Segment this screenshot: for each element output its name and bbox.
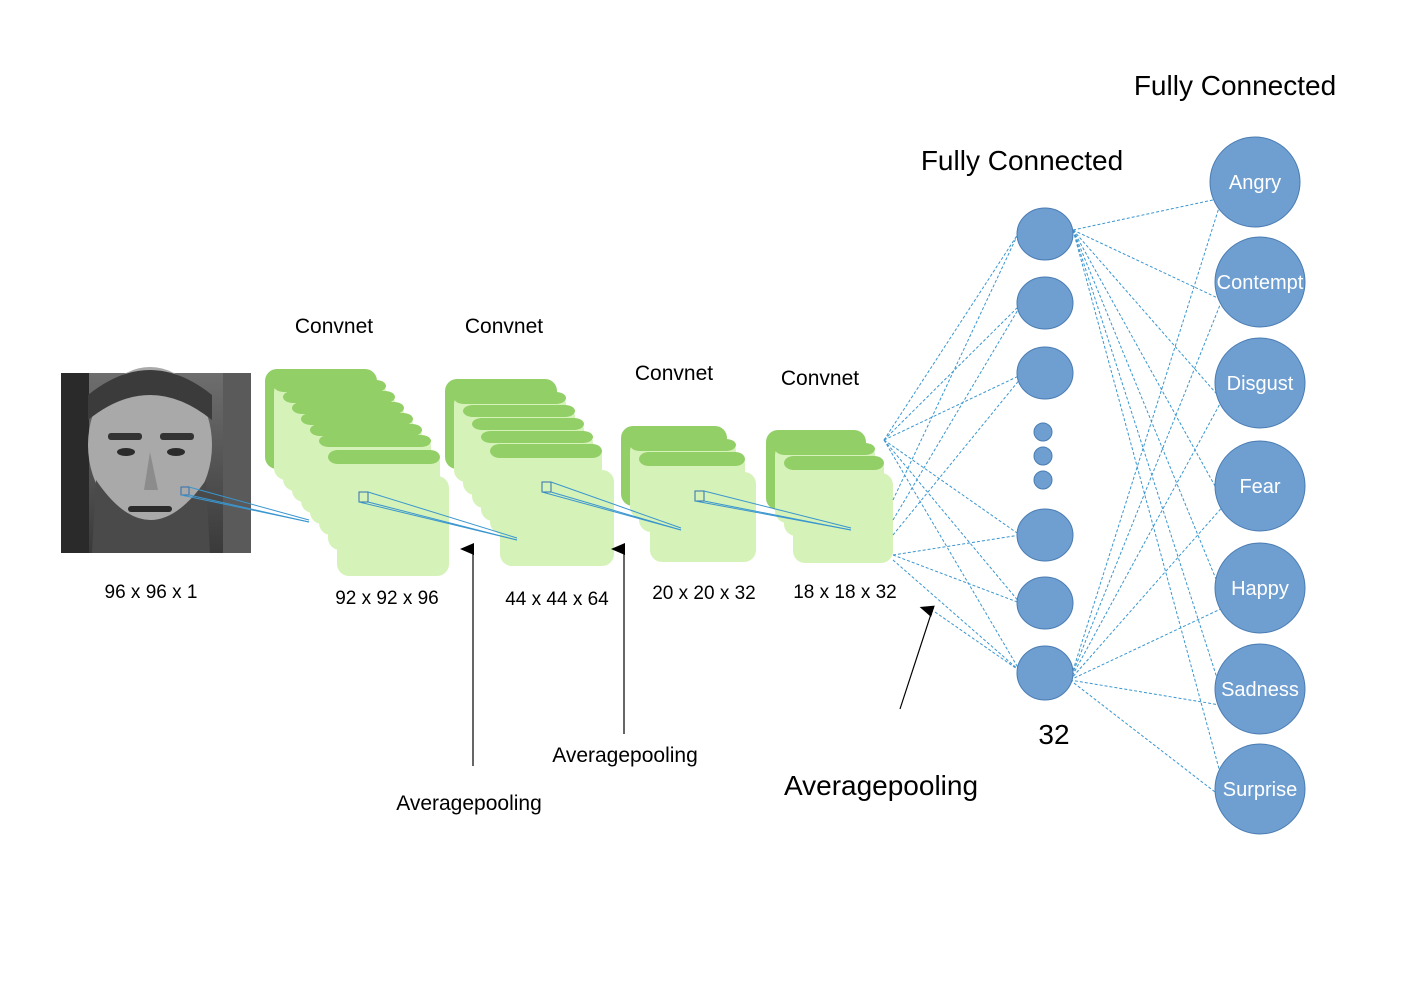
conv-4-dims-label: 18 x 18 x 32 bbox=[793, 582, 897, 603]
conv-3-label: Convnet bbox=[635, 362, 713, 385]
ellipsis-dot bbox=[1033, 446, 1053, 466]
output-fc-title: Fully Connected bbox=[1134, 70, 1336, 101]
conv-2-dims-label: 44 x 44 x 64 bbox=[505, 589, 609, 610]
output-label-disgust: Disgust bbox=[1227, 373, 1294, 395]
input-face-image bbox=[61, 367, 251, 553]
hidden-fc-title: Fully Connected bbox=[921, 145, 1123, 176]
input-dims-label: 96 x 96 x 1 bbox=[105, 582, 198, 603]
conv-1-label: Convnet bbox=[295, 315, 373, 338]
output-label-angry: Angry bbox=[1229, 172, 1281, 194]
hidden-node bbox=[1016, 576, 1074, 630]
output-label-sadness: Sadness bbox=[1221, 679, 1299, 701]
output-label-contempt: Contempt bbox=[1217, 272, 1304, 294]
conv-layer-3-stack bbox=[621, 426, 756, 562]
receptive-field-lines bbox=[180, 481, 852, 541]
hidden-node bbox=[1016, 207, 1074, 261]
output-node-fear: Fear bbox=[1214, 440, 1306, 532]
output-node-angry: Angry bbox=[1209, 136, 1301, 228]
output-node-sadness: Sadness bbox=[1214, 643, 1306, 735]
conv-layer-1-stack bbox=[265, 369, 449, 576]
conv-layer-4-stack bbox=[766, 430, 893, 563]
hidden-node bbox=[1016, 645, 1074, 701]
hidden-node bbox=[1016, 346, 1074, 400]
output-node-contempt: Contempt bbox=[1214, 236, 1306, 328]
hidden-node bbox=[1016, 508, 1074, 562]
ellipsis-dot bbox=[1033, 422, 1053, 442]
output-label-surprise: Surprise bbox=[1223, 779, 1297, 801]
output-node-happy: Happy bbox=[1214, 542, 1306, 634]
pooling-3-label: Averagepooling bbox=[784, 770, 978, 801]
conv-1-dims-label: 92 x 92 x 96 bbox=[335, 588, 439, 609]
hidden-fc-units-label: 32 bbox=[1038, 719, 1069, 750]
pooling-1-label: Averagepooling bbox=[396, 792, 542, 815]
conv-2-label: Convnet bbox=[465, 315, 543, 338]
conv-layer-2-stack bbox=[445, 379, 614, 566]
hidden-to-output-connections bbox=[1069, 197, 1229, 803]
output-label-happy: Happy bbox=[1231, 578, 1289, 600]
flatten-to-hidden-connections bbox=[883, 233, 1026, 672]
output-label-fear: Fear bbox=[1239, 476, 1280, 498]
output-node-surprise: Surprise bbox=[1214, 743, 1306, 835]
pooling-3-arrow bbox=[899, 605, 935, 710]
input-patch-marker bbox=[180, 486, 190, 496]
pooling-2-label: Averagepooling bbox=[552, 744, 698, 767]
hidden-fc-nodes bbox=[1016, 207, 1074, 701]
output-node-disgust: Disgust bbox=[1214, 337, 1306, 429]
hidden-node bbox=[1016, 276, 1074, 330]
conv-4-label: Convnet bbox=[781, 367, 859, 390]
conv-3-dims-label: 20 x 20 x 32 bbox=[652, 583, 756, 604]
output-nodes: Angry Contempt Disgust Fear Happy Sadnes… bbox=[1209, 136, 1306, 835]
ellipsis-dot bbox=[1033, 470, 1053, 490]
